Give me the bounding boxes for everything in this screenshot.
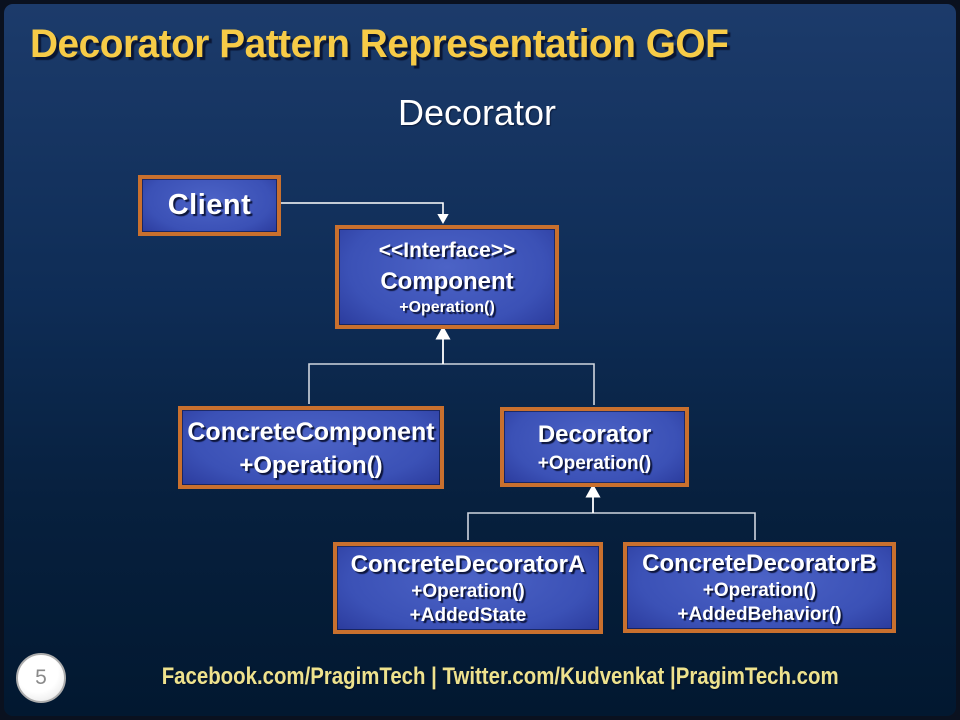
component-interface-box: <<Interface>> Component +Operation() bbox=[335, 225, 559, 329]
decorator-box-title: Decorator bbox=[537, 421, 652, 448]
concrete-decorator-a-added-state: +AddedState bbox=[409, 604, 527, 626]
concrete-decorator-a-operation: +Operation() bbox=[411, 580, 525, 602]
concrete-decorator-a-box: ConcreteDecoratorA +Operation() +AddedSt… bbox=[333, 542, 603, 634]
concrete-decorator-a-title: ConcreteDecoratorA bbox=[350, 550, 586, 578]
decorator-operation: +Operation() bbox=[537, 453, 652, 474]
component-stereotype: <<Interface>> bbox=[378, 239, 516, 262]
client-box-title: Client bbox=[167, 189, 252, 221]
concrete-decorator-b-added-behavior: +AddedBehavior() bbox=[677, 604, 842, 625]
slide: Decorator Pattern Representation GOF Dec… bbox=[4, 4, 956, 716]
footer: Facebook.com/PragimTech | Twitter.com/Ku… bbox=[44, 664, 956, 690]
concrete-component-operation: +Operation() bbox=[239, 451, 383, 479]
slide-title: Decorator Pattern Representation GOF bbox=[30, 22, 729, 66]
connector-client-component bbox=[277, 202, 449, 224]
page-number: 5 bbox=[35, 666, 47, 689]
decorator-box: Decorator +Operation() bbox=[500, 407, 689, 487]
concrete-decorator-b-operation: +Operation() bbox=[702, 580, 817, 601]
slide-subtitle: Decorator bbox=[397, 92, 557, 133]
concrete-decorator-b-box: ConcreteDecoratorB +Operation() +AddedBe… bbox=[623, 542, 896, 633]
concrete-decorator-b-title: ConcreteDecoratorB bbox=[642, 550, 877, 577]
component-operation: +Operation() bbox=[399, 299, 495, 316]
connector-generalization-decorator bbox=[467, 483, 756, 540]
arrowhead-down-icon bbox=[437, 214, 449, 224]
client-box: Client bbox=[138, 175, 281, 236]
concrete-component-box: ConcreteComponent +Operation() bbox=[178, 406, 444, 489]
connector-generalization-component bbox=[308, 325, 595, 405]
concrete-component-box-title: ConcreteComponent bbox=[187, 417, 435, 446]
footer-links: Facebook.com/PragimTech | Twitter.com/Ku… bbox=[161, 663, 839, 690]
component-box-title: Component bbox=[380, 268, 514, 295]
page-number-badge: 5 bbox=[16, 653, 66, 703]
